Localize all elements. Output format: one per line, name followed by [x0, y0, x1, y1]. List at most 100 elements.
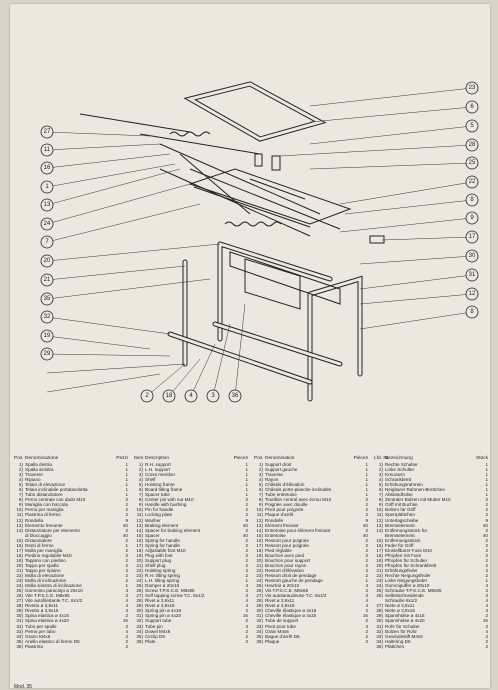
- callout-bottom-3: 3: [206, 389, 220, 403]
- item-quantity: 1: [125, 462, 128, 467]
- item-number: 5): [378, 482, 383, 488]
- list-item: 23)Linke Neigungsfeder 1: [374, 578, 488, 583]
- item-description: Entretoise: [265, 532, 286, 538]
- item-quantity: 4: [485, 593, 488, 599]
- item-quantity: 2: [365, 512, 368, 518]
- item-description: Piastrina di fermo: [25, 512, 61, 518]
- item-description: Perno per tubo: [25, 628, 56, 634]
- item-quantity: 2: [365, 542, 368, 548]
- item-description: Tappino con piedino: [25, 557, 66, 563]
- callout-right-2: 5: [465, 119, 479, 133]
- item-description: Piastrina: [25, 643, 43, 649]
- item-number: 35): [16, 638, 23, 644]
- item-number: 11): [16, 512, 23, 518]
- item-quantity: 1: [125, 542, 128, 548]
- item-number: 2): [18, 467, 23, 473]
- item-quantity: 2: [485, 512, 488, 518]
- item-number: 6): [138, 487, 143, 493]
- item-number: 15): [256, 532, 263, 538]
- svg-text:22: 22: [469, 179, 476, 185]
- item-quantity: 4: [245, 598, 248, 604]
- item-quantity: 2: [245, 497, 248, 503]
- svg-text:24: 24: [44, 221, 51, 227]
- item-description: Shelf: [145, 477, 156, 483]
- callout-left-9: 35: [40, 292, 54, 306]
- item-number: 23): [256, 573, 263, 579]
- svg-text:3: 3: [211, 393, 215, 399]
- item-quantity: 2: [365, 497, 368, 503]
- svg-text:8: 8: [470, 309, 474, 315]
- item-number: 6): [18, 487, 23, 493]
- item-description: Pied réglable: [265, 547, 292, 553]
- item-description: Linke Neigungsfeder: [385, 578, 428, 584]
- item-number: 11): [376, 512, 383, 518]
- item-quantity: 2: [365, 608, 368, 614]
- assembly-drawing: 23 6 5 28 25 22 8 9 17 30 31 12 8 27 11 …: [40, 81, 479, 403]
- header-name: Denominazione: [25, 456, 59, 461]
- item-quantity: 40: [362, 532, 368, 538]
- item-description: Abstandhülse: [385, 492, 413, 498]
- item-description: Kreuzarm: [385, 472, 405, 478]
- item-number: 15): [16, 537, 23, 543]
- callout-right-6: 8: [465, 193, 479, 207]
- item-description: Unterlagscheibe: [385, 517, 419, 523]
- item-description: Châssis d'élévation: [265, 482, 305, 488]
- item-description: Rondelle: [265, 517, 284, 523]
- item-number: 8): [258, 497, 263, 503]
- item-quantity: 2: [365, 547, 368, 553]
- item-quantity: 2: [485, 547, 488, 553]
- item-number: 24): [136, 578, 143, 584]
- item-number: 1): [378, 462, 383, 467]
- item-description: L.H. support: [145, 467, 171, 473]
- item-description: Rechte Schulter: [385, 462, 418, 467]
- item-quantity: 2: [125, 633, 128, 639]
- item-description: Perno per maniglia: [25, 507, 64, 513]
- item-quantity: 1: [485, 578, 488, 584]
- item-quantity: 4: [125, 628, 128, 634]
- item-description: Erhöhungsfeder: [385, 567, 418, 573]
- item-number: 32): [16, 623, 23, 629]
- item-quantity: 2: [125, 613, 128, 619]
- item-number: 28): [256, 598, 263, 604]
- item-number: 14): [256, 527, 263, 533]
- item-number: 7): [258, 492, 263, 498]
- item-number: 4): [138, 477, 143, 483]
- item-description: Poignée avec douille: [265, 502, 308, 508]
- item-description: Schrankbrett: [385, 477, 412, 483]
- item-quantity: 2: [245, 557, 248, 563]
- item-quantity: 4: [365, 623, 368, 629]
- item-number: 31): [16, 618, 23, 624]
- item-number: 23): [376, 578, 383, 584]
- item-description: Pivot pour poignée: [265, 507, 304, 513]
- item-quantity: 2: [485, 527, 488, 533]
- item-description: Feder für Griff: [385, 542, 414, 548]
- item-quantity: 2: [125, 623, 128, 629]
- item-quantity: 4: [245, 583, 248, 589]
